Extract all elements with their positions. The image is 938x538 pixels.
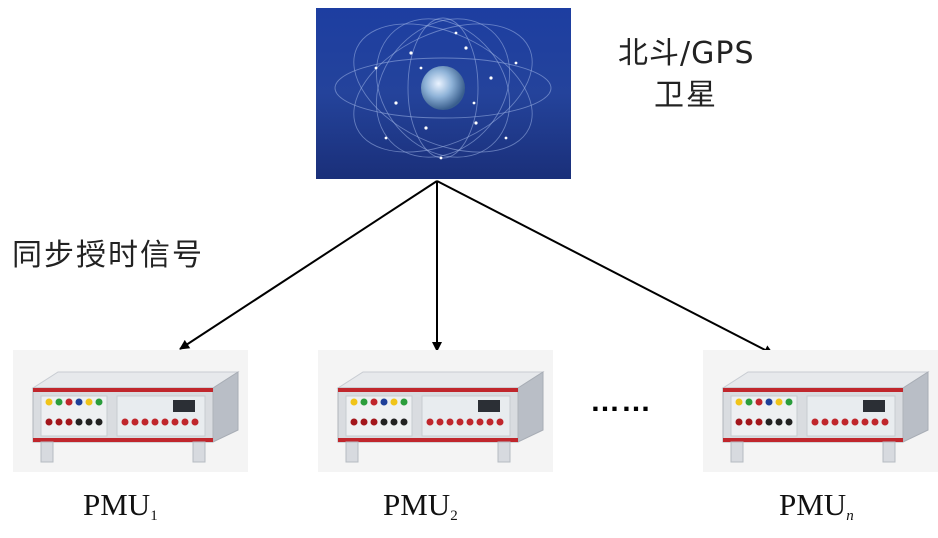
pmu-device-n <box>703 350 938 472</box>
pmu-label-sub: 2 <box>450 508 458 524</box>
arrow-to-pmun <box>436 180 774 355</box>
pmu-device-1 <box>13 350 248 472</box>
pmu-label-2: PMU2 <box>383 487 458 525</box>
pmu-label-n: PMUn <box>779 487 854 525</box>
sync-signal-label: 同步授时信号 <box>12 238 204 273</box>
pmu-device-2 <box>318 350 553 472</box>
satellite-label-line2: 卫星 <box>654 78 718 113</box>
pmu-label-base: PMU <box>779 487 847 522</box>
satellite-label-line1: 北斗/GPS <box>618 36 755 71</box>
ellipsis: …… <box>590 385 652 418</box>
pmu-label-sub: 1 <box>150 508 158 524</box>
pmu-label-1: PMU1 <box>83 487 158 525</box>
satellite-constellation-image <box>316 8 571 179</box>
arrow-to-pmu1 <box>179 180 438 350</box>
pmu-label-base: PMU <box>383 487 451 522</box>
pmu-label-sub: n <box>846 508 854 524</box>
pmu-label-base: PMU <box>83 487 151 522</box>
